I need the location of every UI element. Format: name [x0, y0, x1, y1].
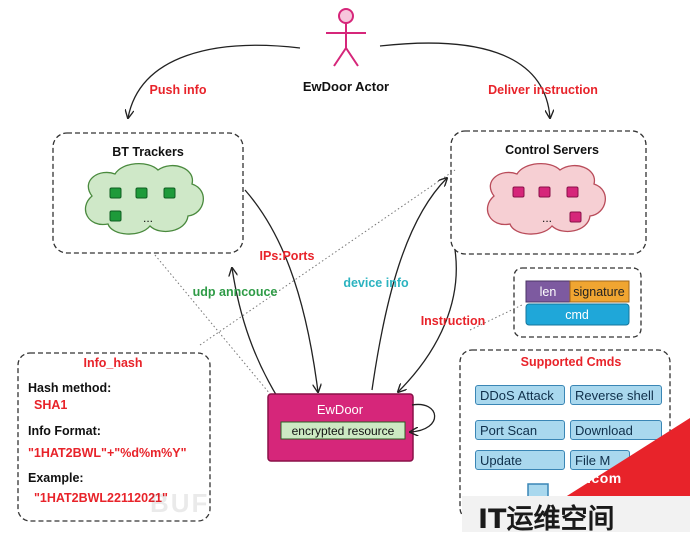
example-value: "1HAT2BWL22112021" [34, 491, 168, 505]
cs-ellipsis: ... [542, 211, 552, 225]
watermark-url: www.94IP.com [520, 470, 622, 486]
packet-box [513, 267, 642, 338]
edge-label-instruction: Instruction [421, 314, 486, 328]
cs-node-icons [512, 186, 582, 223]
actor-stick-figure-icon [326, 8, 366, 67]
hash-method-value: SHA1 [34, 398, 67, 412]
edge-push-info [128, 44, 301, 118]
edge-instruction [398, 249, 457, 392]
encrypted-resource-field [280, 421, 406, 440]
example-label: Example: [28, 471, 84, 485]
edge-label-deliver-instruction: Deliver instruction [488, 83, 598, 97]
dotted-link-packet [469, 304, 523, 331]
actor-label: EwDoor Actor [303, 79, 389, 94]
packet-len-label: len [540, 285, 557, 299]
watermark-faded: BUF [150, 488, 210, 518]
edge-label-device-info: device info [343, 276, 409, 290]
watermark-bar [462, 496, 690, 532]
info-hash-title: Info_hash [83, 356, 142, 370]
control-servers-title: Control Servers [505, 143, 599, 157]
cmd-ddos-attack: DDoS Attack [475, 385, 565, 405]
edge-ips-ports [244, 189, 318, 392]
info-format-label: Info Format: [28, 424, 101, 438]
control-servers-box [450, 130, 647, 255]
hash-method-label: Hash method: [28, 381, 111, 395]
ewdoor-title: EwDoor [317, 402, 364, 417]
info-format-value: "1HAT2BWL"+"%d%m%Y" [28, 446, 187, 460]
watermark-brand: IT运维空间 [478, 504, 615, 535]
ewdoor-self-loop [410, 403, 436, 432]
edge-label-ips-ports: IPs:Ports [260, 249, 315, 263]
supported-cmds-box [459, 349, 671, 521]
dotted-link-infohash-cs [199, 169, 456, 346]
packet-signature-label: signature [573, 285, 624, 299]
cmd-reverse-shell: Reverse shell [570, 385, 662, 405]
packet-cmd-label: cmd [565, 308, 589, 322]
encrypted-resource-label: encrypted resource [292, 424, 395, 438]
bt-trackers-title: BT Trackers [112, 145, 184, 159]
packet-signature-field [569, 280, 630, 303]
packet-cmd-field [525, 303, 630, 326]
dotted-link-bt-ewdoor [154, 254, 276, 401]
edge-label-push-info: Push info [150, 83, 207, 97]
edge-device-info [371, 178, 447, 391]
bt-ellipsis: ... [143, 211, 153, 225]
bt-node-icons [109, 187, 176, 222]
info-hash-box [17, 352, 211, 522]
edge-udp-announce [232, 268, 279, 399]
supported-cmds-title: Supported Cmds [521, 355, 622, 369]
edge-label-udp-announce: udp anncouce [193, 285, 278, 299]
bt-trackers-box [52, 132, 244, 254]
edge-deliver-instruction [379, 42, 550, 118]
